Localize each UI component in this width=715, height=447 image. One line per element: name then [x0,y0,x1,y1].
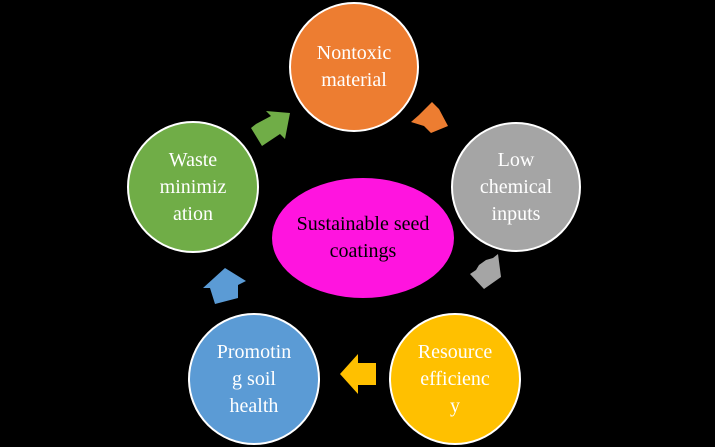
node-promoting-soil-health: Promotin g soil health [188,313,320,445]
node-resource-efficiency: Resource efficienc y [389,313,521,445]
arrow-waste-to-nontoxic [251,111,290,146]
arrow-resource-to-soil [340,354,376,394]
node-label: Low chemical inputs [479,148,553,225]
arrow-nontoxic-to-low-chemical [411,102,448,133]
node-label: Promotin g soil health [216,340,292,417]
node-low-chemical-inputs: Low chemical inputs [451,122,581,252]
arrow-soil-to-waste [203,268,246,304]
center-label: Sustainable seed coatings [296,213,430,262]
center-node-sustainable-seed-coatings: Sustainable seed coatings [270,176,456,300]
node-label: Waste minimiz ation [159,148,227,225]
node-nontoxic-material: Nontoxic material [289,2,419,132]
node-label: Nontoxic material [316,42,392,91]
node-waste-minimization: Waste minimiz ation [127,121,259,253]
node-label: Resource efficienc y [417,340,493,417]
arrow-low-chemical-to-resource [470,254,501,289]
